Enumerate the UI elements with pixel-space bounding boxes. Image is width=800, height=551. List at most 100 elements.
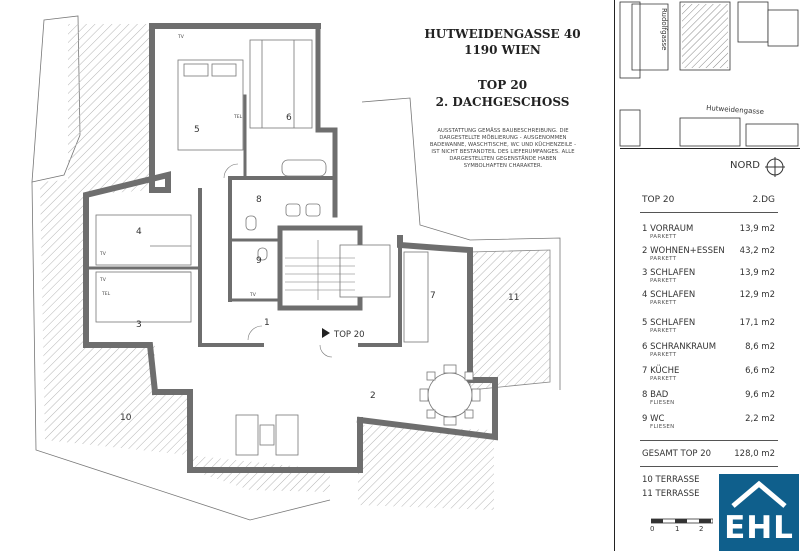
divider-line — [614, 0, 615, 551]
room-number-8: 8 — [256, 195, 262, 205]
scale-label: 2 — [699, 525, 704, 533]
entry-label: TOP 20 — [333, 330, 365, 340]
terrace-10-area — [40, 24, 330, 492]
room-label: 1 VORRAUM — [642, 224, 694, 234]
room-floor-type: FLIESEN — [650, 424, 675, 430]
tv-label: TV — [177, 34, 185, 40]
wardrobe — [249, 39, 313, 129]
unit-title: TOP 20 — [477, 78, 528, 92]
bed — [95, 214, 192, 266]
room-area: 43,2 m2 — [739, 246, 775, 256]
compass-label: NORD — [730, 160, 760, 171]
neighbour-outline — [361, 97, 561, 390]
room-area: 13,9 m2 — [739, 268, 775, 278]
room-label: 3 SCHLAFEN — [642, 268, 696, 278]
room-floor-type: FLIESEN — [650, 400, 675, 406]
scale-label: 1 — [675, 525, 680, 533]
terrace-label: 10 TERRASSE — [642, 475, 700, 485]
room-area: 12,9 m2 — [739, 290, 775, 300]
sofa — [235, 414, 259, 456]
room-label: 6 SCHRANKRAUM — [642, 342, 717, 352]
room-number-9: 9 — [256, 256, 262, 266]
wall — [152, 389, 363, 473]
room-label: 5 SCHLAFEN — [642, 318, 696, 328]
street-title: HUTWEIDENGASSE 40 — [424, 27, 581, 41]
room-floor-type: PARKETT — [650, 376, 677, 382]
room-label: 7 KÜCHE — [642, 366, 680, 376]
tv-label: TV — [249, 292, 257, 298]
total-area: 128,0 m2 — [734, 449, 775, 459]
bed — [95, 271, 192, 323]
scale-bar — [651, 518, 713, 524]
pillow — [183, 63, 209, 77]
wall — [83, 171, 171, 396]
wall — [315, 23, 338, 218]
tv-label: TV — [99, 251, 107, 257]
room-floor-type: PARKETT — [650, 278, 677, 284]
toilet — [245, 215, 257, 231]
washbasin — [285, 203, 301, 217]
coffee-table — [259, 424, 275, 446]
wall — [149, 23, 171, 193]
pillow — [211, 63, 237, 77]
room-floor-type: PARKETT — [650, 234, 677, 240]
map-border — [620, 148, 800, 149]
room-floor-type: PARKETT — [650, 300, 677, 306]
room-number-7: 7 — [430, 291, 436, 301]
total-label: GESAMT TOP 20 — [642, 449, 712, 459]
street-label-horizontal: Hutweidengasse — [706, 104, 764, 116]
tel-label: TEL — [233, 114, 243, 120]
entry-arrow — [322, 328, 330, 338]
toilet — [257, 247, 268, 261]
table-rule — [640, 212, 778, 213]
wall — [356, 235, 498, 441]
site-outline-bottom — [31, 181, 331, 521]
kitchen-counter — [403, 251, 429, 343]
room-number-11: 11 — [508, 293, 519, 303]
room-number-2: 2 — [370, 391, 376, 401]
floor-title: 2. DACHGESCHOSS — [435, 95, 570, 109]
tv-label: TV — [99, 277, 107, 283]
terrace-11-area — [469, 249, 551, 391]
table-floor: 2.DG — [752, 195, 776, 205]
logo-text: EHL — [724, 510, 794, 546]
room-number-10: 10 — [120, 413, 132, 423]
tel-label: TEL — [101, 291, 111, 297]
room-label: 4 SCHLAFEN — [642, 290, 696, 300]
house-roof-icon — [731, 480, 787, 508]
bathtub — [281, 159, 327, 177]
room-area: 6,6 m2 — [745, 366, 775, 376]
room-number-4: 4 — [136, 227, 142, 237]
room-floor-type: PARKETT — [650, 328, 677, 334]
room-number-3: 3 — [136, 320, 142, 330]
location-map: Rudolfgasse Hutweidengasse — [619, 1, 799, 147]
room-area: 17,1 m2 — [739, 318, 775, 328]
scale-label: 0 — [650, 525, 655, 533]
room-label: 9 WC — [642, 414, 665, 424]
room-area: 9,6 m2 — [745, 390, 775, 400]
city-title: 1190 WIEN — [464, 43, 541, 57]
room-area: 13,9 m2 — [739, 224, 775, 234]
room-number-1: 1 — [264, 318, 270, 328]
room-number-5: 5 — [194, 125, 200, 135]
floor-plan: 1 2 3 4 5 6 7 8 9 10 11 TOP 20 TV TV TV … — [31, 15, 561, 521]
terrace-south-area — [358, 425, 494, 510]
washbasin — [305, 203, 321, 217]
room-floor-type: PARKETT — [650, 352, 677, 358]
compass-icon — [765, 157, 785, 177]
table-title: TOP 20 — [642, 195, 675, 205]
room-number-6: 6 — [286, 113, 292, 123]
table-rule — [640, 466, 778, 467]
room-label: 8 BAD — [642, 390, 669, 400]
room-floor-type: PARKETT — [650, 256, 677, 262]
sofa — [275, 414, 299, 456]
terrace-label: 11 TERRASSE — [642, 489, 700, 499]
room-label: 2 WOHNEN+ESSEN — [642, 246, 725, 256]
street-label-vertical: Rudolfgasse — [660, 8, 668, 50]
room-area: 8,6 m2 — [745, 342, 775, 352]
kitchen-island — [339, 244, 391, 298]
room-area: 2,2 m2 — [745, 414, 775, 424]
ehl-logo: EHL — [719, 474, 799, 551]
table-rule — [640, 440, 778, 441]
disclaimer-note: AUSSTATTUNG GEMÄSS BAUBESCHREIBUNG. DIE … — [429, 128, 577, 169]
